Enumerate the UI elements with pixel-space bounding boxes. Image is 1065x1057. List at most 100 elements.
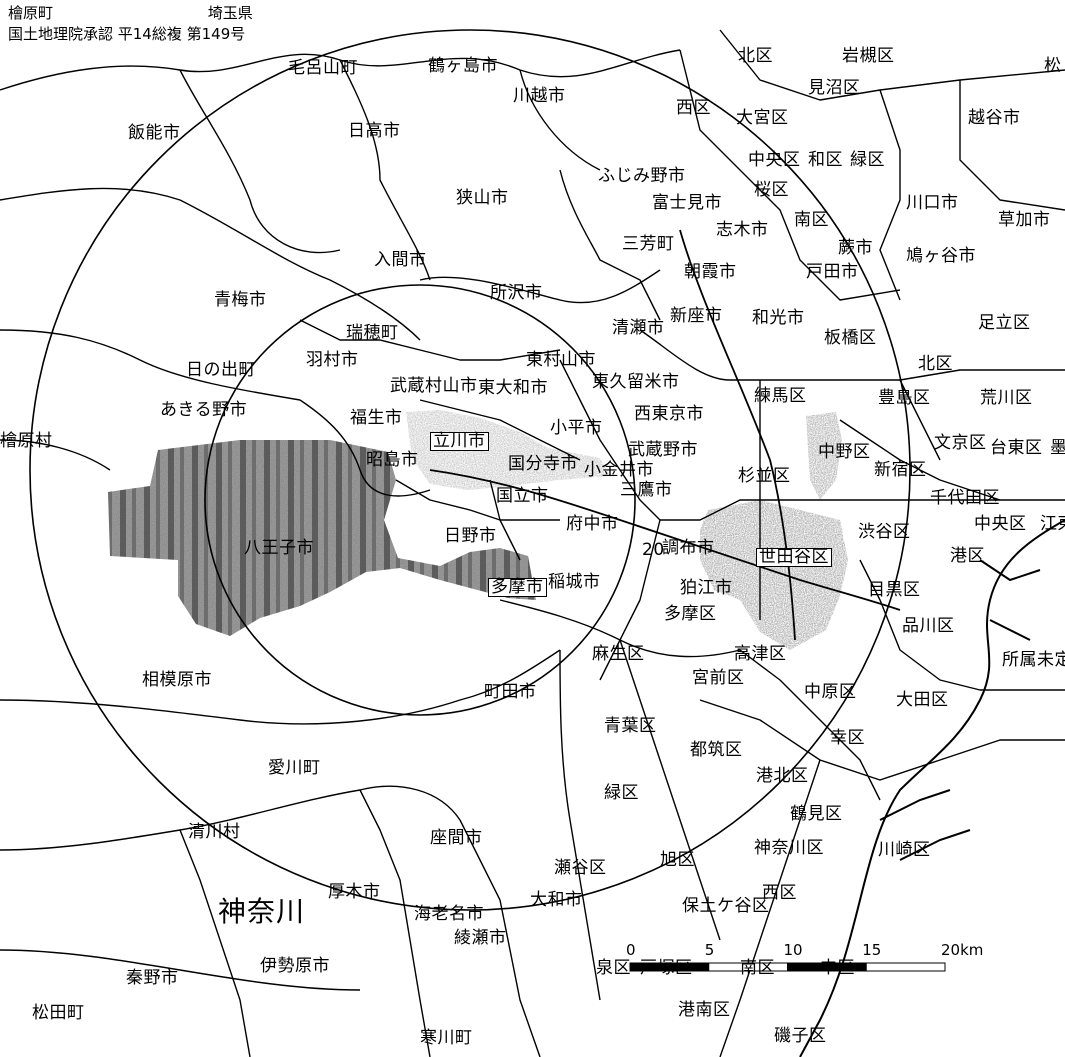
place-label-nishi1: 西区 [676, 98, 711, 118]
place-label-mitaka: 三鷹市 [620, 480, 673, 500]
place-label-niiza: 新座市 [670, 306, 723, 326]
boundary-30 [719, 759, 821, 1057]
place-label-mizuho: 瑞穂町 [346, 323, 399, 343]
boundary-22 [559, 649, 601, 1001]
place-label-warabi: 蕨市 [838, 238, 873, 258]
place-label-komae: 狛江市 [680, 578, 733, 598]
place-label-tsurumi: 鶴見区 [790, 804, 843, 824]
place-label-koganei: 小金井市 [584, 460, 654, 480]
place-label-kawasakiku: 川崎区 [878, 840, 931, 860]
place-label-atsugi: 厚木市 [328, 882, 381, 902]
boundary-8 [0, 187, 421, 341]
place-label-shinjuku: 新宿区 [874, 460, 927, 480]
place-label-wako: 和光市 [752, 308, 805, 328]
place-label-chuo2: 中央区 [974, 514, 1027, 534]
header-line-2: 国土地理院承認 平14総複 第149号 [8, 25, 246, 43]
boundary-31 [859, 559, 1065, 691]
place-label-kita2: 北区 [918, 354, 953, 374]
boundary-5 [719, 29, 1065, 101]
boundary-4 [679, 49, 901, 301]
boundary-23 [619, 639, 721, 941]
place-label-chuo1: 中央区 [748, 150, 801, 170]
place-label-hatogaya: 鳩ヶ谷市 [906, 246, 976, 266]
boundary-21 [0, 649, 561, 725]
place-label-takatsu: 高津区 [734, 644, 787, 664]
place-label-koto: 江東 [1040, 514, 1065, 534]
place-label-ayase: 綾瀬市 [454, 928, 507, 948]
place-label-asaka: 朝霞市 [684, 262, 737, 282]
boundary-16 [559, 359, 661, 521]
place-label-fujimino: ふじみ野市 [598, 166, 686, 186]
boundary-10 [559, 169, 661, 321]
place-label-akiruno: あきる野市 [160, 400, 248, 420]
boundary-13 [639, 329, 1065, 381]
place-label-midori1: 緑区 [850, 150, 885, 170]
place-label-sakura: 桜区 [754, 180, 789, 200]
place-label-itabashi: 板橋区 [824, 328, 877, 348]
header-prefecture: 埼玉県 [207, 4, 253, 22]
boundary-26 [359, 789, 431, 1057]
place-label-konan: 港南区 [678, 1000, 731, 1020]
place-label-isogo: 磯子区 [774, 1026, 827, 1046]
place-label-kokubunji: 国分寺市 [508, 454, 578, 474]
place-label-midori2: 緑区 [604, 783, 639, 803]
place-label-hodogaya: 保土ケ谷区 [682, 896, 770, 916]
place-label-tamaku: 多摩区 [664, 604, 717, 624]
place-label-matsuda: 松田町 [32, 1003, 85, 1023]
place-label-adachi: 足立区 [978, 313, 1031, 333]
shade-hachioji-grain [108, 440, 536, 636]
place-label-machida: 町田市 [484, 682, 537, 702]
ring-outer [29, 29, 911, 911]
boundary-17 [660, 499, 1065, 521]
place-label-kanagawa: 神奈川 [218, 895, 306, 928]
place-label-minami2: 南区 [740, 958, 775, 978]
boundary-7 [959, 80, 1065, 211]
place-label-zama: 座間市 [430, 828, 483, 848]
scale-tick-0: 0 [626, 941, 636, 959]
coastline-main [799, 519, 1065, 1057]
place-label-kanagawaku: 神奈川区 [754, 838, 824, 858]
place-label-setagaya: 世田谷区 [756, 548, 832, 567]
boundary-18 [599, 519, 661, 681]
place-label-aoba: 青葉区 [604, 716, 657, 736]
place-label-nishitokyo: 西東京市 [634, 404, 704, 424]
place-label-kita1: 北区 [738, 46, 773, 66]
place-label-minami1: 南区 [794, 210, 829, 230]
place-label-sumida: 墨 [1050, 438, 1065, 458]
boundary-32 [839, 419, 1001, 501]
coastline [799, 519, 1065, 1057]
place-label-nakahara: 中原区 [804, 682, 857, 702]
place-label-kawaguchi: 川口市 [906, 193, 959, 213]
boundary-9 [419, 269, 661, 304]
place-label-inagi: 稲城市 [548, 572, 601, 592]
boundary-25 [459, 819, 541, 1057]
place-label-shiki: 志木市 [716, 220, 769, 240]
place-label-omiya: 大宮区 [736, 108, 789, 128]
place-label-kawagoe: 川越市 [513, 86, 566, 106]
scale-tick-1: 5 [704, 941, 715, 959]
boundary-35 [419, 399, 581, 461]
place-label-saiwai: 幸区 [830, 728, 865, 748]
place-label-koshigaya: 越谷市 [968, 108, 1021, 128]
place-label-arakawa: 荒川区 [980, 388, 1033, 408]
place-label-hinohara: 檜原村 [0, 431, 53, 451]
boundary-2 [339, 59, 431, 281]
place-label-musashino: 武蔵野市 [628, 440, 698, 460]
place-label-izumi: 泉区 [596, 958, 631, 978]
boundary-15 [299, 399, 431, 497]
place-label-musashimurayama: 武蔵村山市 [390, 376, 478, 396]
place-label-isehara: 伊勢原市 [260, 956, 330, 976]
place-label-kiyokawa: 清川村 [188, 822, 241, 842]
place-label-tama: 多摩市 [488, 578, 547, 597]
place-label-meguro: 目黒区 [868, 580, 921, 600]
place-label-nakano: 中野区 [818, 442, 871, 462]
place-label-minato: 港区 [950, 546, 985, 566]
place-label-toda: 戸田市 [806, 262, 859, 282]
place-label-hidaka: 日高市 [348, 121, 401, 141]
coastline-piers [879, 559, 1041, 861]
place-label-shibuya: 渋谷区 [858, 522, 911, 542]
map-header: 檜原町 埼玉県 国土地理院承認 平14総複 第149号 [8, 2, 253, 44]
place-label-suginami: 杉並区 [738, 466, 791, 486]
place-label-tachikawa: 立川市 [430, 432, 489, 451]
